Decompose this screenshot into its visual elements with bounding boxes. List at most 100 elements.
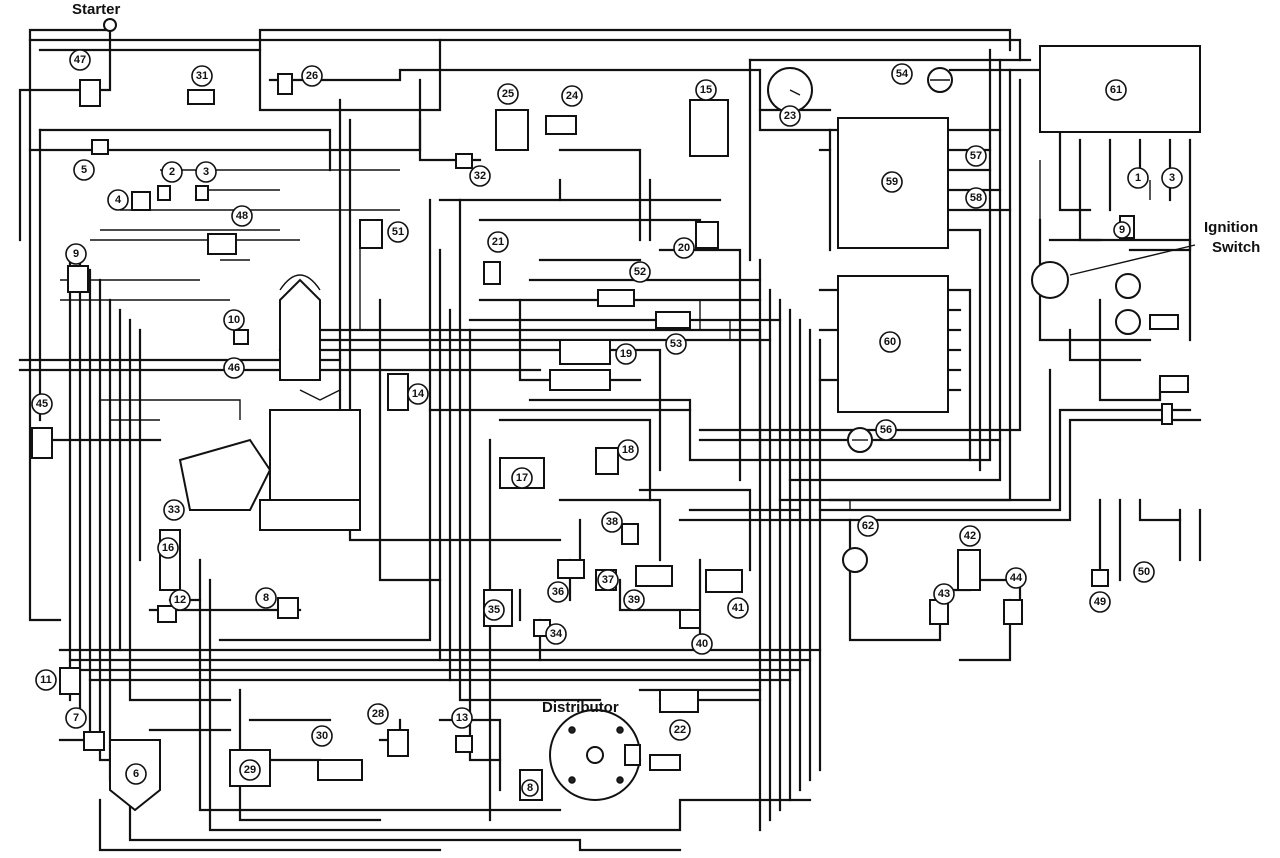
svg-text:31: 31 bbox=[196, 70, 208, 82]
badge-22: 22 bbox=[669, 719, 691, 741]
svg-text:45: 45 bbox=[36, 398, 48, 410]
badge-1: 1 bbox=[1127, 167, 1149, 189]
component-38 bbox=[621, 523, 639, 545]
component-7 bbox=[83, 731, 105, 751]
ignition-switch-label-line1: Ignition bbox=[1204, 219, 1258, 236]
distributor bbox=[549, 709, 681, 801]
component-19b bbox=[549, 369, 611, 391]
badge-23: 23 bbox=[779, 105, 801, 127]
svg-text:41: 41 bbox=[732, 602, 744, 614]
gauge-56 bbox=[847, 427, 873, 453]
svg-text:33: 33 bbox=[168, 504, 180, 516]
badge-3: 3 bbox=[195, 161, 217, 183]
badge-15: 15 bbox=[695, 79, 717, 101]
svg-text:34: 34 bbox=[550, 628, 563, 640]
svg-text:1: 1 bbox=[1135, 172, 1141, 184]
svg-text:57: 57 bbox=[970, 150, 982, 162]
badge-56: 56 bbox=[875, 419, 897, 441]
svg-text:29: 29 bbox=[244, 764, 256, 776]
signal-lines bbox=[60, 160, 1151, 510]
badge-42: 42 bbox=[959, 525, 981, 547]
badge-26: 26 bbox=[301, 65, 323, 87]
badge-6: 6 bbox=[125, 763, 147, 785]
badge-21: 21 bbox=[487, 231, 509, 253]
badge-40: 40 bbox=[691, 633, 713, 655]
badge-60: 60 bbox=[879, 331, 901, 353]
starter-terminal bbox=[103, 18, 117, 32]
badge-16: 16 bbox=[157, 537, 179, 559]
badge-54: 54 bbox=[891, 63, 913, 85]
svg-text:54: 54 bbox=[896, 68, 909, 80]
badge-51: 51 bbox=[387, 221, 409, 243]
svg-text:20: 20 bbox=[678, 242, 690, 254]
ignition-switch-label-line2: Switch bbox=[1212, 239, 1260, 256]
ignition-switch bbox=[1031, 244, 1196, 335]
component-8 bbox=[277, 597, 299, 619]
badge-61: 61 bbox=[1105, 79, 1127, 101]
badge-49: 49 bbox=[1089, 591, 1111, 613]
component-30 bbox=[317, 759, 363, 781]
component-10 bbox=[233, 329, 249, 345]
component-32 bbox=[455, 153, 473, 169]
badge-12: 12 bbox=[169, 589, 191, 611]
component-36 bbox=[557, 559, 585, 579]
badge-62: 62 bbox=[857, 515, 879, 537]
component-52 bbox=[597, 289, 635, 307]
svg-text:6: 6 bbox=[133, 768, 139, 780]
badge-52: 52 bbox=[629, 261, 651, 283]
badge-7: 7 bbox=[65, 707, 87, 729]
badge-53: 53 bbox=[665, 333, 687, 355]
badge-30: 30 bbox=[311, 725, 333, 747]
component-5 bbox=[91, 139, 109, 155]
svg-text:48: 48 bbox=[236, 210, 248, 222]
svg-text:13: 13 bbox=[456, 712, 468, 724]
engine-block bbox=[178, 274, 361, 531]
component-14 bbox=[387, 373, 409, 411]
component-45 bbox=[31, 427, 53, 459]
svg-text:15: 15 bbox=[700, 84, 712, 96]
svg-text:10: 10 bbox=[228, 314, 240, 326]
badge-43: 43 bbox=[933, 583, 955, 605]
badge-28: 28 bbox=[367, 703, 389, 725]
svg-text:46: 46 bbox=[228, 362, 240, 374]
badge-44: 44 bbox=[1005, 567, 1027, 589]
component-21 bbox=[483, 261, 501, 285]
badge-17: 17 bbox=[511, 467, 533, 489]
distributor-label: Distributor bbox=[542, 699, 619, 716]
badge-36: 36 bbox=[547, 581, 569, 603]
badge-31: 31 bbox=[191, 65, 213, 87]
badge-50: 50 bbox=[1133, 561, 1155, 583]
badge-14: 14 bbox=[407, 383, 429, 405]
component-18 bbox=[595, 447, 619, 475]
svg-text:49: 49 bbox=[1094, 596, 1106, 608]
component-22 bbox=[659, 689, 699, 713]
badge-29: 29 bbox=[239, 759, 261, 781]
badge-39: 39 bbox=[623, 589, 645, 611]
component-47 bbox=[79, 79, 101, 107]
component-13 bbox=[455, 735, 473, 753]
svg-text:40: 40 bbox=[696, 638, 708, 650]
component-24 bbox=[545, 115, 577, 135]
svg-text:21: 21 bbox=[492, 236, 504, 248]
component-41 bbox=[705, 569, 743, 593]
svg-text:14: 14 bbox=[412, 388, 425, 400]
component-2 bbox=[157, 185, 171, 201]
svg-text:47: 47 bbox=[74, 54, 86, 66]
svg-text:59: 59 bbox=[886, 176, 898, 188]
component-11 bbox=[59, 667, 81, 695]
component-right-fuse bbox=[1161, 403, 1173, 425]
badge-20: 20 bbox=[673, 237, 695, 259]
svg-text:62: 62 bbox=[862, 520, 874, 532]
svg-text:36: 36 bbox=[552, 586, 564, 598]
svg-text:9: 9 bbox=[1119, 224, 1125, 236]
svg-text:32: 32 bbox=[474, 170, 486, 182]
svg-text:12: 12 bbox=[174, 594, 186, 606]
svg-text:51: 51 bbox=[392, 226, 404, 238]
badge-45: 45 bbox=[31, 393, 53, 415]
svg-text:19: 19 bbox=[620, 348, 632, 360]
component-28 bbox=[387, 729, 409, 757]
svg-text:3: 3 bbox=[203, 166, 209, 178]
badge-59: 59 bbox=[881, 171, 903, 193]
component-19 bbox=[559, 339, 611, 365]
